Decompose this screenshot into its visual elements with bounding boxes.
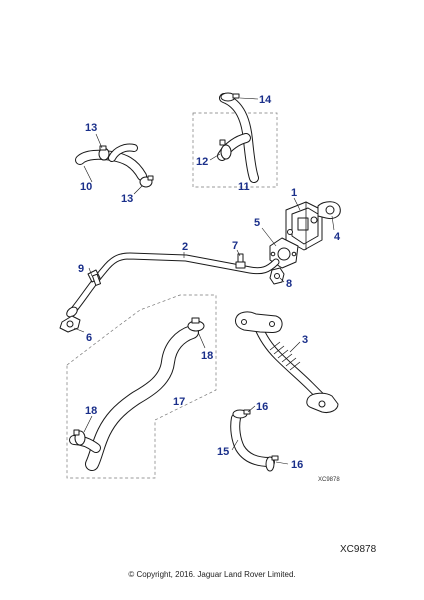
callout-11: 11	[238, 181, 250, 193]
hose-15	[230, 413, 275, 467]
callout-4: 4	[334, 231, 341, 243]
hose-assembly-11	[217, 93, 259, 183]
hose-10	[75, 143, 147, 181]
callout-14: 14	[259, 94, 272, 106]
callout-5: 5	[254, 217, 260, 229]
egr-valve-1	[285, 201, 323, 251]
hose-clamp-16-lower	[265, 455, 279, 472]
hose-clamp-12	[219, 139, 232, 160]
callout-2: 2	[182, 241, 188, 253]
callout-15: 15	[217, 446, 229, 458]
egr-pipe-2	[66, 252, 280, 318]
hose-clamp-14	[220, 92, 240, 102]
hose-clamp-13-lower	[139, 175, 154, 188]
callout-17: 17	[173, 396, 185, 408]
callout-16-lower: 16	[291, 459, 303, 471]
callout-8: 8	[286, 278, 292, 290]
hose-clamp-13-upper	[98, 145, 110, 161]
callout-6: 6	[86, 332, 92, 344]
diagram-reference-code: XC9878	[340, 544, 377, 555]
callout-16-upper: 16	[256, 401, 268, 413]
exhaust-pipe-3	[235, 311, 339, 413]
callout-12: 12	[196, 156, 208, 168]
group-box-11	[192, 112, 278, 188]
callout-10: 10	[80, 181, 92, 193]
flange-gasket-4	[317, 201, 341, 219]
hose-clamp-18-lower	[73, 429, 86, 446]
callout-18-upper: 18	[201, 350, 213, 362]
nut-8	[269, 267, 285, 285]
gasket-6	[59, 315, 81, 333]
callout-7: 7	[232, 240, 238, 252]
hose-clamp-16-upper	[232, 409, 251, 419]
callout-labels: 14 12 11 13 10 13 1 4 5 7 2 9 8 6 3 18 1…	[78, 94, 341, 471]
diagram-ref-small: XC9878	[318, 477, 340, 483]
bolt-7	[235, 253, 246, 269]
copyright-notice: © Copyright, 2016. Jaguar Land Rover Lim…	[128, 570, 296, 579]
bolt-9	[87, 269, 102, 286]
callout-13-upper: 13	[85, 122, 97, 134]
leader-lines	[73, 97, 335, 465]
callout-18-lower: 18	[85, 405, 97, 417]
hose-clamp-18-upper	[187, 317, 205, 332]
callout-13-lower: 13	[121, 193, 133, 205]
callout-9: 9	[78, 263, 84, 275]
group-box-17	[66, 294, 217, 479]
flex-bellows	[269, 341, 301, 371]
callout-3: 3	[302, 334, 308, 346]
callout-1: 1	[291, 187, 297, 199]
